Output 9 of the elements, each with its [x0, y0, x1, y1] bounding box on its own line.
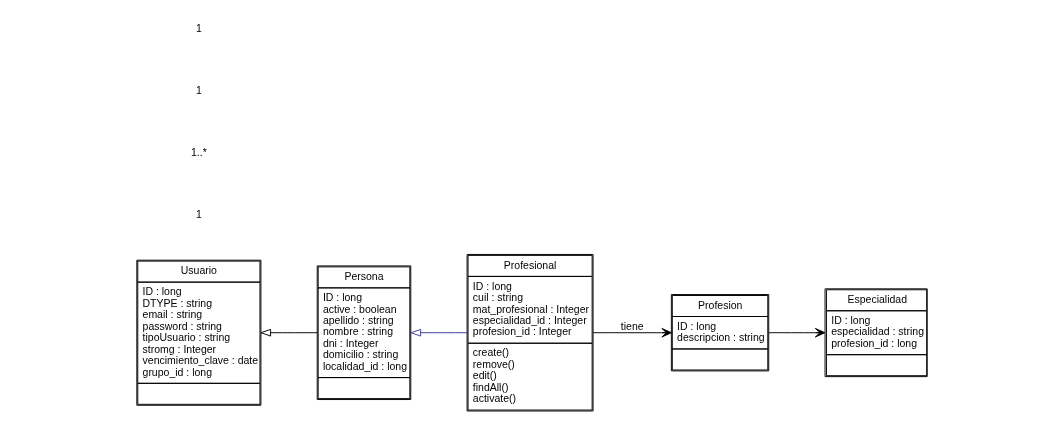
arrow [260, 328, 318, 337]
arrow [592, 327, 672, 338]
edge-label: tiene [620, 319, 644, 332]
label: 1..* [190, 145, 207, 158]
arrow [410, 328, 468, 337]
label: 1 [195, 21, 202, 34]
label: 1 [195, 207, 202, 220]
arrow [768, 327, 826, 338]
label: 1 [195, 83, 202, 96]
